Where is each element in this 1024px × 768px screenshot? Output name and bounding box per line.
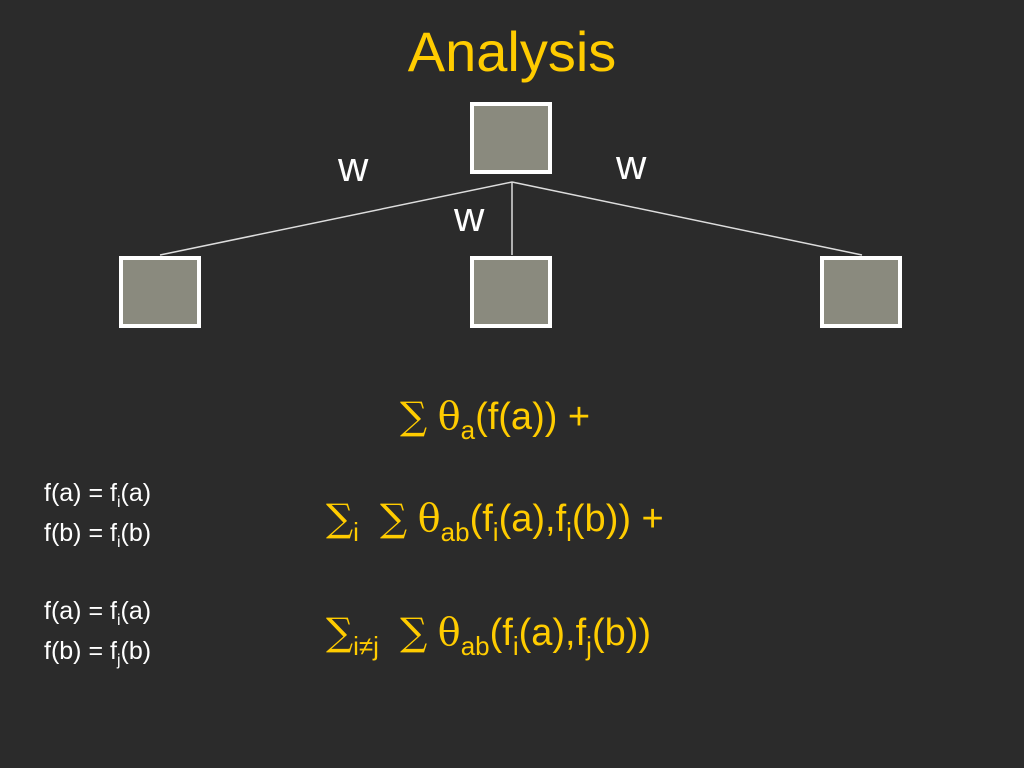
definition-lhs: f(b) = f xyxy=(44,637,117,665)
edge-left xyxy=(159,181,513,256)
sum-symbol: ∑ xyxy=(326,610,354,654)
theta-subscript: ab xyxy=(440,517,470,547)
definition-line: f(a) = fi(a) xyxy=(44,478,152,511)
index-subscript: j xyxy=(586,631,592,661)
equation-term: (f xyxy=(489,612,513,654)
equation-term: (a),f xyxy=(498,498,567,540)
edge-label-left: w xyxy=(338,143,369,190)
theta-subscript: ab xyxy=(460,631,490,661)
root-node xyxy=(470,102,552,174)
theta-symbol: θ xyxy=(437,610,461,654)
definition-line: f(b) = fi(b) xyxy=(44,518,152,551)
definition-arg: (a) xyxy=(120,597,152,625)
definition-subscript: j xyxy=(116,652,121,669)
index-subscript: i xyxy=(512,631,519,661)
sum-subscript: i≠j xyxy=(353,631,379,661)
edge-right xyxy=(511,181,863,256)
definition-subscript: i xyxy=(116,534,121,551)
index-subscript: i xyxy=(492,517,499,547)
sum-symbol: ∑ xyxy=(380,496,408,540)
equation-same-labels: ∑i ∑ θab(fi(a),fi(b)) + xyxy=(326,496,664,545)
edge-label-right: w xyxy=(616,141,647,188)
definition-line: f(b) = fj(b) xyxy=(44,636,152,669)
definition-arg: (a) xyxy=(120,479,152,507)
child-node-left xyxy=(119,256,201,328)
child-node-middle xyxy=(470,256,552,328)
theta-symbol: θ xyxy=(437,394,461,438)
equation-term: (a),f xyxy=(518,612,587,654)
equation-different-labels: ∑i≠j ∑ θab(fi(a),fj(b)) xyxy=(326,610,652,659)
definition-arg: (b) xyxy=(120,519,152,547)
definition-subscript: i xyxy=(116,612,121,629)
sum-symbol: ∑ xyxy=(326,496,354,540)
definition-lhs: f(a) = f xyxy=(44,479,117,507)
sum-subscript: i xyxy=(353,517,359,547)
equation-term: (f xyxy=(469,498,493,540)
theta-subscript: a xyxy=(460,415,476,445)
equation-term: (b)) xyxy=(591,612,652,654)
definition-subscript: i xyxy=(116,494,121,511)
edge-label-middle: w xyxy=(454,193,485,240)
definition-arg: (b) xyxy=(120,637,152,665)
definition-lhs: f(b) = f xyxy=(44,519,117,547)
definition-line: f(a) = fi(a) xyxy=(44,596,152,629)
child-node-right xyxy=(820,256,902,328)
theta-symbol: θ xyxy=(417,496,441,540)
slide-title: Analysis xyxy=(407,20,617,83)
definition-lhs: f(a) = f xyxy=(44,597,117,625)
index-subscript: i xyxy=(566,517,572,547)
equation-unary: ∑ θa(f(a)) + xyxy=(400,394,591,443)
sum-symbol: ∑ xyxy=(400,394,428,438)
sum-symbol: ∑ xyxy=(400,610,428,654)
equation-term: (f(a)) + xyxy=(475,396,591,438)
equation-term: (b)) + xyxy=(571,498,664,540)
